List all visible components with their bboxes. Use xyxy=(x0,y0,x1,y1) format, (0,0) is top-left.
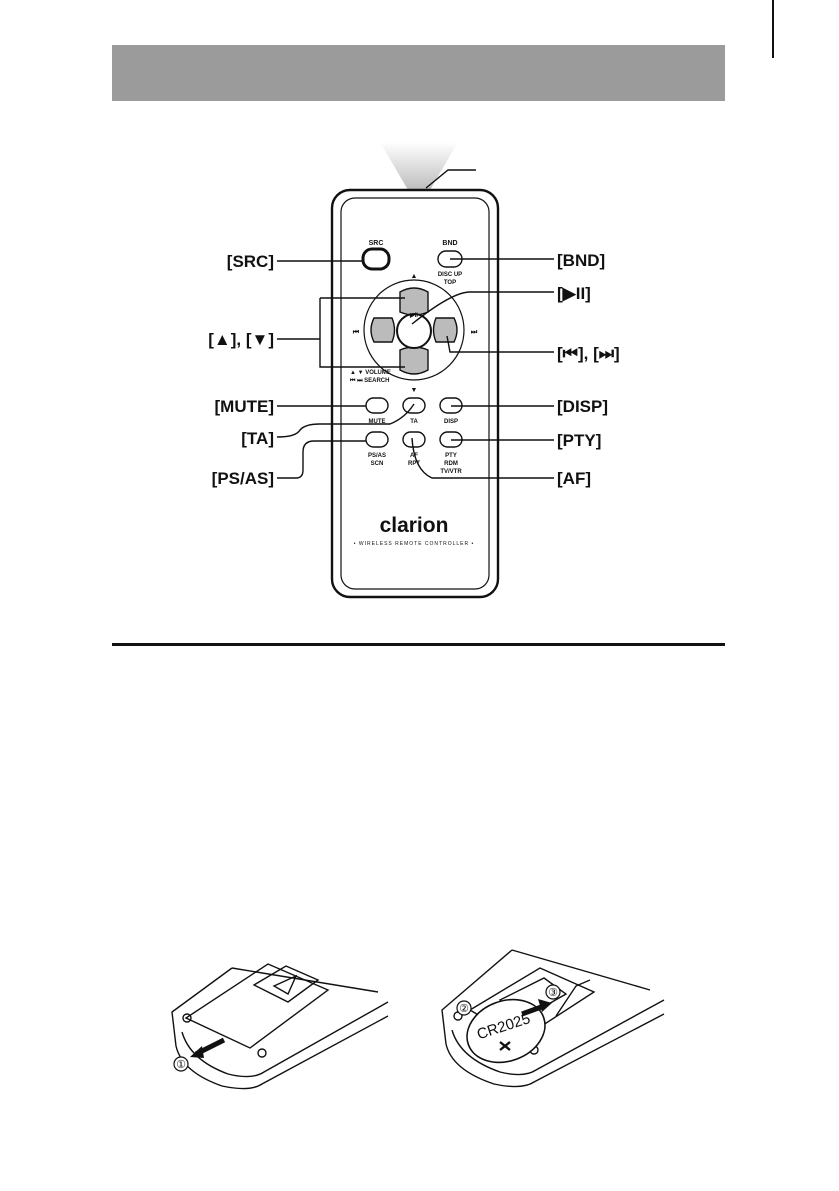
ta-callout: [TA] xyxy=(241,429,274,448)
pull-arrowhead-left xyxy=(190,1046,204,1058)
search-legend: ⏮ ⏭ SEARCH xyxy=(350,378,389,384)
play-pause-button[interactable] xyxy=(396,313,432,349)
remote-body xyxy=(330,188,500,599)
src-callout: [SRC] xyxy=(227,252,274,271)
battery-step-1-figure xyxy=(171,963,389,1090)
bnd-sub-label-1: DISC UP xyxy=(438,272,462,278)
remote-inner-edge-left xyxy=(181,1001,389,1078)
ta-leader xyxy=(276,403,415,438)
prev-button[interactable] xyxy=(370,317,396,343)
psas-callout: [PS/AS] xyxy=(212,469,274,488)
skip-leader xyxy=(446,335,554,353)
section-title-bar xyxy=(112,45,725,101)
up-down-callout: [▲], [▼] xyxy=(208,330,274,349)
psas-leader xyxy=(277,440,366,479)
down-arrow-mark: ▼ xyxy=(411,387,418,394)
af-callout: [AF] xyxy=(557,469,591,488)
prev-mark: ⏮ xyxy=(353,329,360,336)
tray-arrow-left xyxy=(272,974,298,995)
ir-beam xyxy=(380,142,458,190)
step-3-marker xyxy=(545,984,561,1000)
af-leader xyxy=(411,437,554,479)
ta-button[interactable] xyxy=(402,397,426,414)
up-button[interactable] xyxy=(399,287,429,316)
step-1-marker xyxy=(173,1056,189,1072)
battery-plus-sign xyxy=(499,1041,511,1051)
mute-button[interactable] xyxy=(365,397,389,414)
src-button[interactable] xyxy=(361,247,391,271)
af-button[interactable] xyxy=(402,431,426,448)
af-sub-label: RPT xyxy=(408,461,420,467)
tray-window-left xyxy=(252,965,320,1003)
up-down-leader xyxy=(277,297,405,368)
remote-inner-outline xyxy=(340,197,490,590)
brand-logo: clarion xyxy=(380,514,449,537)
pty-sub-label-1: RDM xyxy=(444,461,458,467)
remote-end-outline-left xyxy=(171,967,389,1090)
section-divider xyxy=(112,643,725,646)
step-1-number: ① xyxy=(176,1059,186,1071)
pty-sub-label-2: TV/VTR xyxy=(440,469,462,475)
src-button-label: SRC xyxy=(369,240,384,247)
tray-cover-left xyxy=(184,963,330,1049)
play-pause-leader xyxy=(411,291,554,325)
screw-left-b xyxy=(257,1048,267,1058)
play-pause-mark: ▶II xyxy=(409,312,418,319)
psas-button-label: PS/AS xyxy=(368,453,386,459)
battery-step-2-figure xyxy=(441,949,665,1088)
disp-callout: [DISP] xyxy=(557,397,608,416)
pty-button-label: PTY xyxy=(445,453,457,459)
disp-button-label: DISP xyxy=(444,419,458,425)
af-button-label: AF xyxy=(410,453,418,459)
skip-callout: [⏮], [⏭] xyxy=(557,344,620,363)
down-button[interactable] xyxy=(399,346,429,375)
bnd-callout: [BND] xyxy=(557,251,605,270)
battery-pointer xyxy=(555,979,591,1017)
remote-end-outline-right xyxy=(441,949,665,1088)
ir-emitter-leader xyxy=(425,169,476,189)
step-2-marker xyxy=(456,1000,472,1016)
psas-sub-label: SCN xyxy=(371,461,384,467)
callout-leaders xyxy=(276,258,554,479)
insert-arrowhead-right xyxy=(538,999,552,1012)
step-3-number: ③ xyxy=(548,987,558,999)
bnd-button-label: BND xyxy=(442,240,457,247)
ta-button-label: TA xyxy=(410,419,418,425)
page-edge-mark xyxy=(772,0,774,58)
play-pause-callout: [▶II] xyxy=(557,284,591,303)
bnd-sub-label-2: TOP xyxy=(444,280,456,286)
up-arrow-mark: ▲ xyxy=(411,273,418,280)
remote-inner-edge-right xyxy=(451,999,665,1076)
next-button[interactable] xyxy=(432,317,458,343)
insert-arrow-right xyxy=(521,1003,545,1017)
next-mark: ⏭ xyxy=(471,329,478,336)
psas-button[interactable] xyxy=(365,431,389,448)
mute-button-label: MUTE xyxy=(369,419,386,425)
step-2-number: ② xyxy=(459,1003,469,1015)
pty-callout: [PTY] xyxy=(557,431,601,450)
screw-left-a xyxy=(182,1013,192,1023)
remote-top-edge-right xyxy=(511,949,651,991)
mute-callout: [MUTE] xyxy=(215,397,274,416)
volume-legend: ▲ ▼ VOLUME xyxy=(350,370,391,376)
brand-tagline: • WIRELESS REMOTE CONTROLLER • xyxy=(354,541,474,547)
